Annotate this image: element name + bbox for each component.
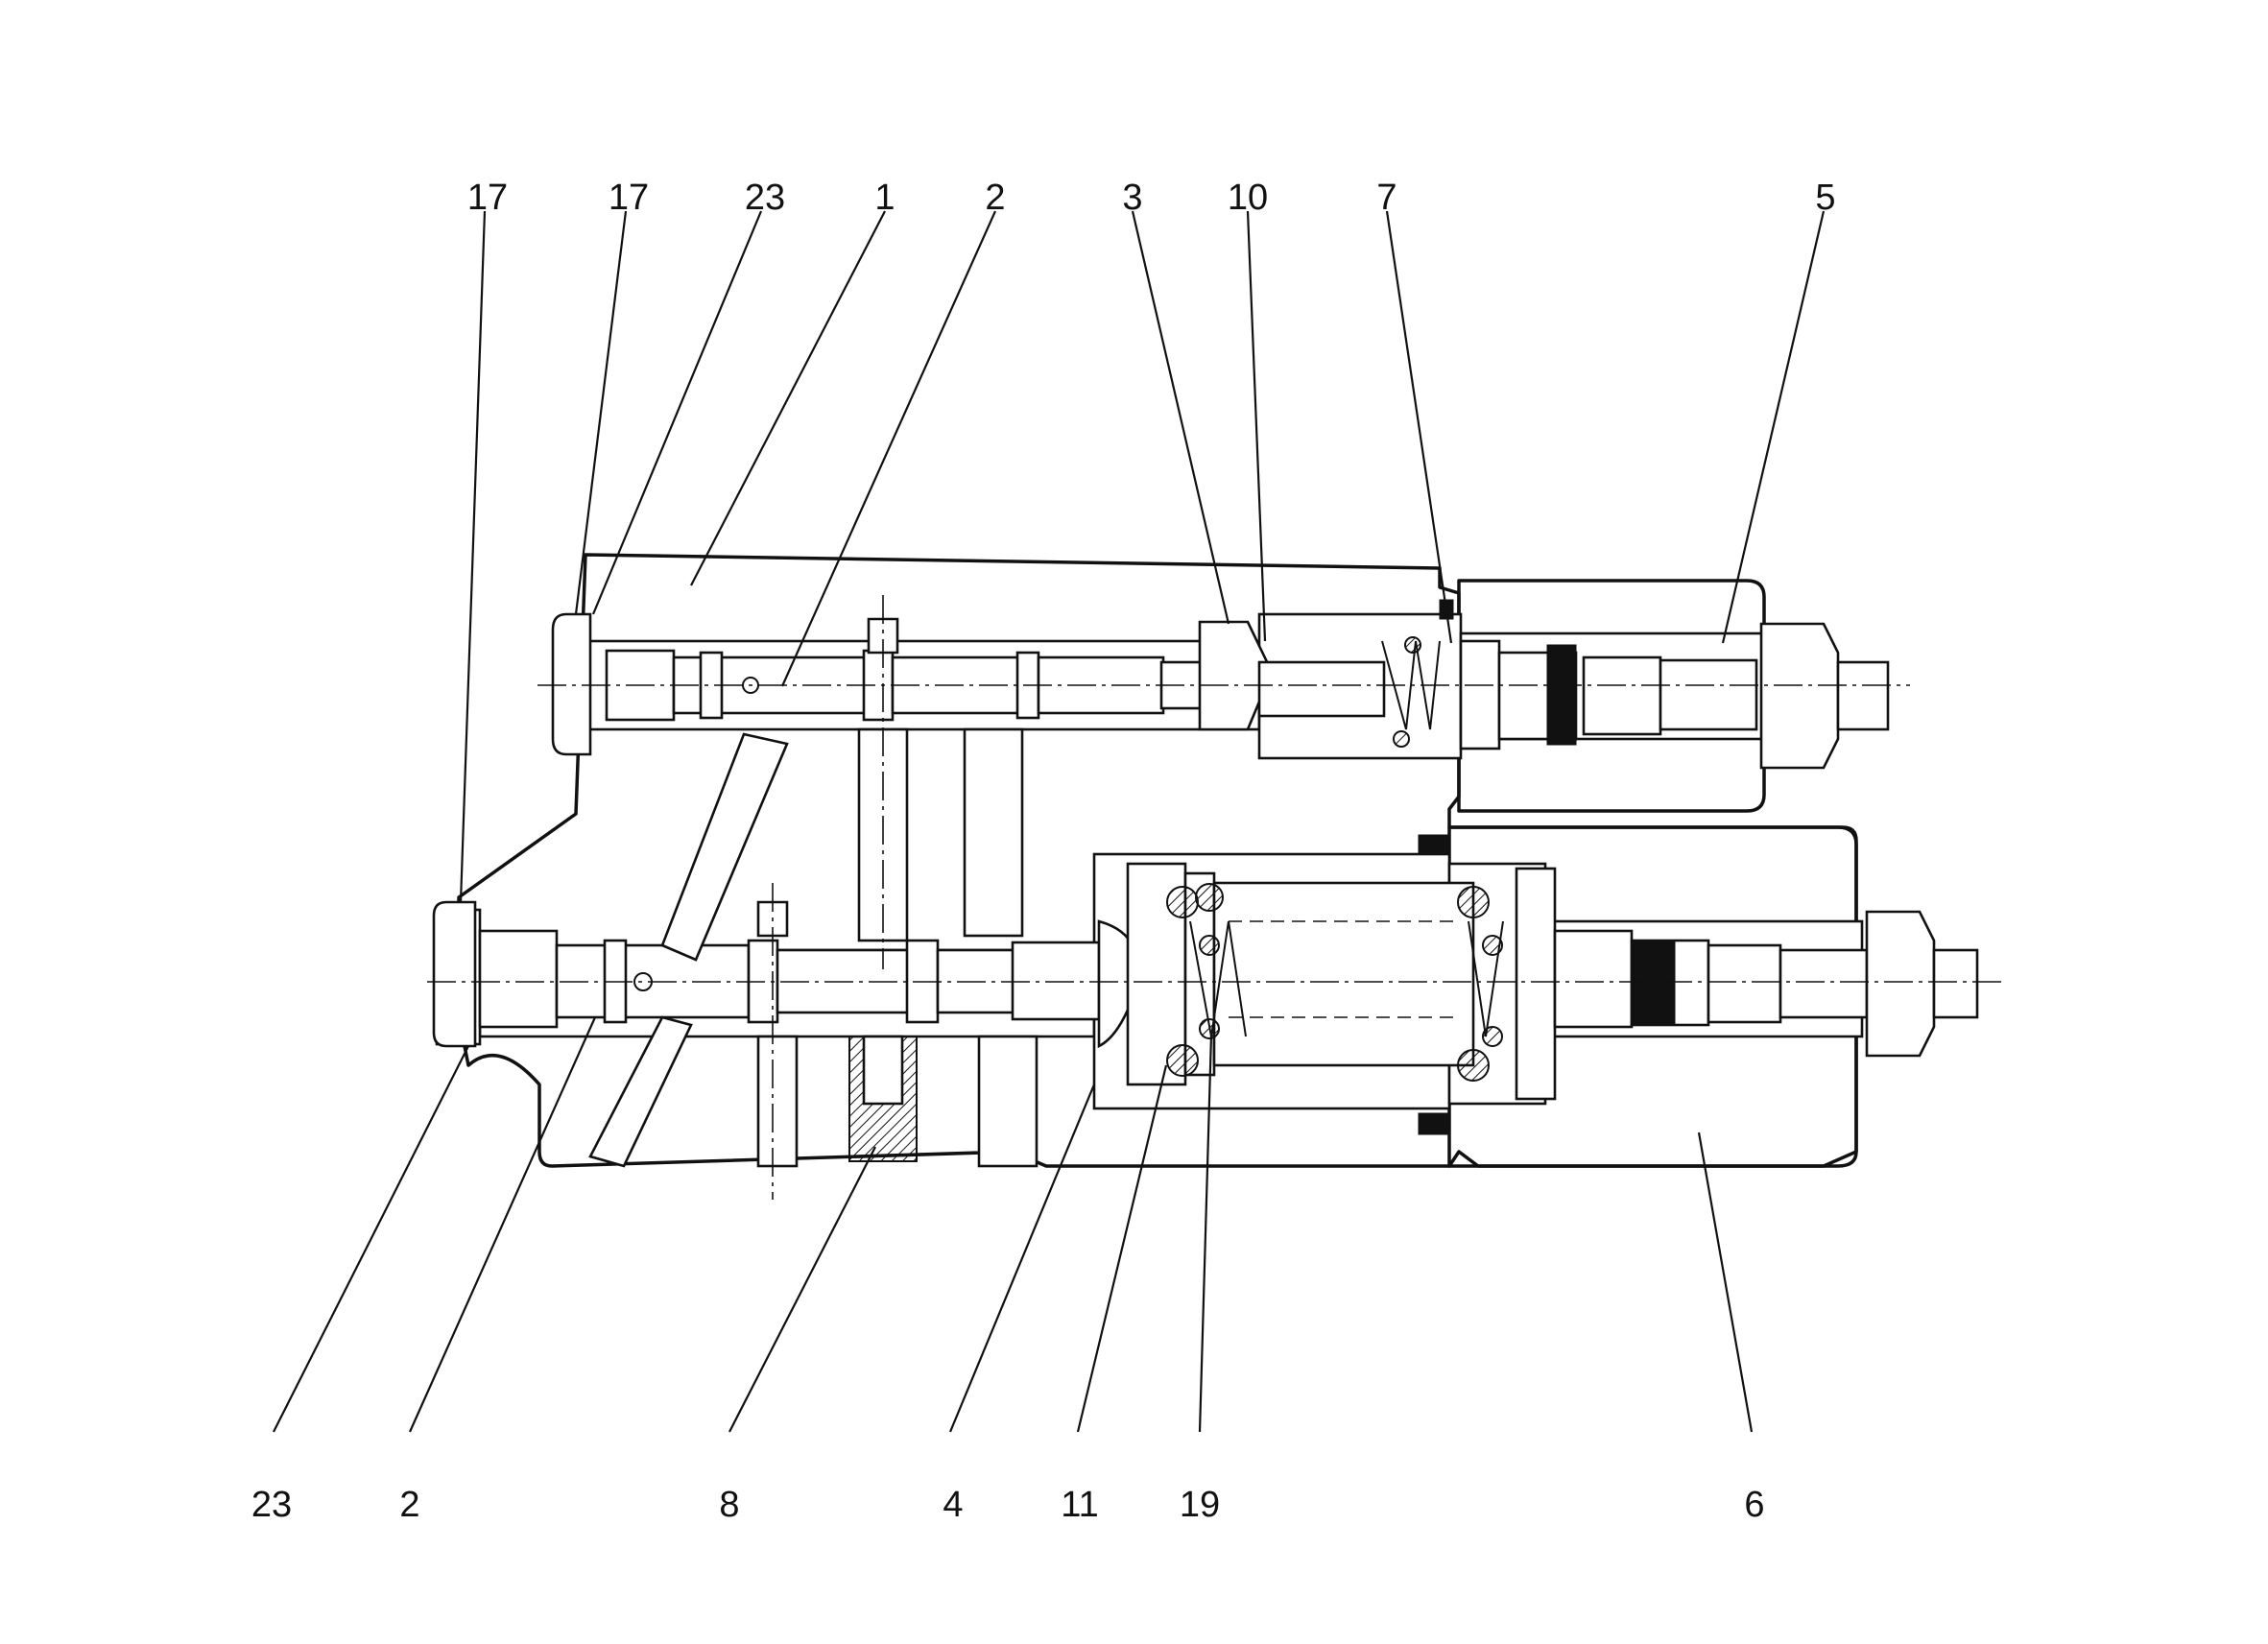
callout-4: 4	[943, 1485, 963, 1525]
callout-labels-bottom: 23 2 8 4 11 19 6	[251, 1485, 1765, 1525]
lower-spring-icon	[1166, 883, 1504, 1082]
upper-spring-icon	[1381, 636, 1441, 748]
callout-5: 5	[1815, 178, 1835, 218]
callout-10: 10	[1228, 178, 1268, 218]
lower-piston	[1097, 862, 1475, 1086]
callout-3: 3	[1122, 178, 1142, 218]
end-plug-upper	[551, 612, 592, 756]
center-lines	[427, 595, 2006, 1200]
callout-19: 19	[1180, 1485, 1220, 1525]
callout-labels-top: 17 17 23 1 2 3 10 7 5	[467, 178, 1836, 218]
callout-17-a: 17	[467, 178, 508, 218]
plug-seal	[848, 1035, 918, 1162]
callout-23-bottom: 23	[251, 1485, 292, 1525]
callout-11: 11	[1061, 1485, 1098, 1525]
lower-adjuster	[1515, 867, 1979, 1101]
callout-23-top: 23	[745, 178, 785, 218]
callout-8: 8	[719, 1485, 739, 1525]
callout-17-b: 17	[609, 178, 649, 218]
passages	[588, 617, 1039, 1168]
callout-2-bottom: 2	[399, 1485, 419, 1525]
callout-1: 1	[874, 178, 895, 218]
callout-2-top: 2	[985, 178, 1005, 218]
valve-body	[457, 553, 1858, 1168]
callout-6: 6	[1744, 1485, 1764, 1525]
callout-7: 7	[1376, 178, 1397, 218]
end-plug-lower	[432, 900, 477, 1048]
upper-adjuster	[1459, 622, 1890, 770]
callout-leaders	[273, 210, 1826, 1433]
